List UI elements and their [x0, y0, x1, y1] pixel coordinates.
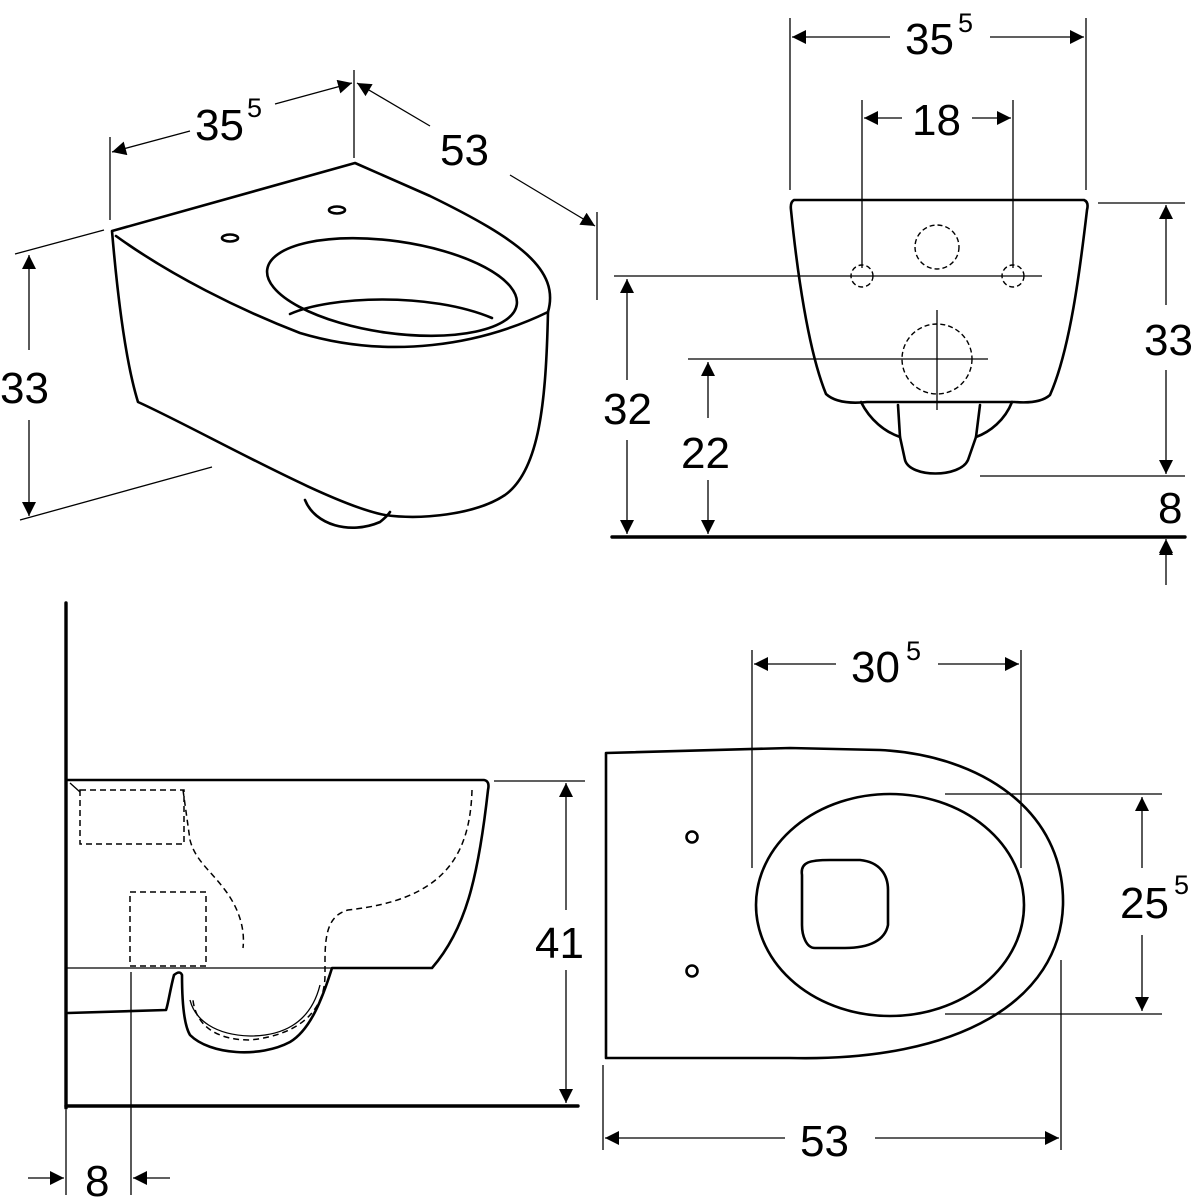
isometric-view: 35 5 53 33 — [0, 70, 598, 530]
front-fixing-height-label: 32 — [603, 385, 652, 434]
side-offset-label: 8 — [85, 1157, 109, 1200]
front-width-sup: 5 — [958, 8, 973, 38]
iso-height-ext-top — [14, 229, 105, 255]
side-trap-hidden-line — [182, 789, 245, 949]
front-outlet-height-label: 22 — [681, 429, 730, 478]
top-depth-label: 53 — [800, 1117, 849, 1166]
side-bowl-hidden-line — [192, 789, 473, 1041]
iso-rim-edge — [114, 234, 550, 349]
side-body-outline — [64, 778, 490, 1054]
front-water-inlet-circle — [914, 224, 960, 270]
top-bowl-inner-opening — [800, 858, 890, 950]
side-height-label: 41 — [535, 919, 584, 968]
front-spacing-label: 18 — [912, 96, 961, 145]
iso-height-label: 33 — [0, 364, 49, 413]
front-view: 35 5 18 33 8 32 22 — [603, 8, 1193, 585]
iso-width-dim-line-a — [111, 130, 191, 156]
side-bracket-hidden-rect — [129, 891, 207, 967]
iso-depth-label: 53 — [440, 126, 489, 175]
iso-fixing-hole-right — [327, 205, 347, 215]
front-width-label: 35 — [905, 15, 954, 64]
top-bowl-width-sup: 5 — [1174, 870, 1189, 900]
front-bottom-label: 8 — [1158, 484, 1182, 533]
iso-bowl-opening — [265, 236, 519, 338]
top-outer-outline — [604, 746, 1065, 1060]
top-bowl-ellipse — [754, 792, 1026, 1018]
top-fixing-hole-upper — [685, 830, 699, 844]
side-view: 41 8 — [28, 601, 585, 1200]
iso-width-dim-line-b — [274, 79, 353, 105]
front-body-outline — [789, 198, 1089, 404]
iso-width-label: 35 — [195, 101, 244, 150]
iso-width-sup: 5 — [247, 93, 262, 123]
front-outlet — [859, 400, 1014, 475]
top-fixing-hole-lower — [685, 964, 699, 978]
iso-depth-dim-line-b — [509, 174, 596, 227]
iso-depth-dim-line-a — [356, 82, 431, 127]
top-bowl-width-label: 25 — [1120, 879, 1169, 928]
front-height-label: 33 — [1144, 316, 1193, 365]
front-outlet-inner — [896, 403, 982, 439]
top-view: 30 5 25 5 53 — [602, 636, 1189, 1166]
iso-bowl-inner — [288, 298, 494, 320]
iso-fixing-hole-left — [220, 233, 240, 243]
iso-body-outline — [110, 161, 552, 519]
iso-height-ext-bottom — [19, 466, 213, 521]
iso-outlet — [303, 498, 392, 530]
side-outlet-inner — [189, 984, 321, 1037]
top-bowl-length-sup: 5 — [906, 636, 921, 666]
side-inlet-hidden-rect — [79, 789, 185, 845]
side-corner-diag — [69, 782, 81, 793]
top-bowl-length-label: 30 — [851, 643, 900, 692]
